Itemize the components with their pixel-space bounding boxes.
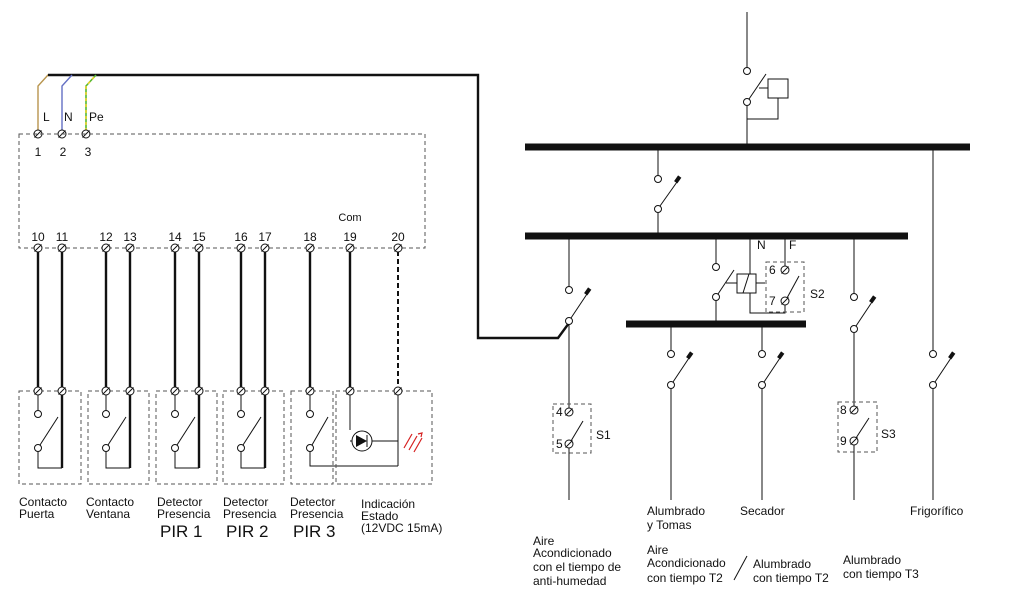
label-lighting-2: y Tomas — [647, 518, 691, 532]
device-window-contact — [87, 386, 150, 485]
lighting-t3-branch — [837, 239, 878, 500]
label-window-2: Ventana — [86, 507, 130, 521]
lighting-outlets-breaker — [667, 327, 694, 500]
label-ac1-2: Acondicionado — [533, 546, 612, 560]
label-fridge: Frigorífico — [910, 504, 964, 518]
device-door-contact — [18, 386, 82, 485]
device-pir-3 — [290, 386, 398, 485]
label-lighting3-1: Alumbrado — [843, 553, 901, 567]
label-dryer: Secador — [740, 504, 785, 518]
s3-terminal-9: 9 — [840, 434, 847, 448]
label-Pe: Pe — [89, 110, 104, 124]
main-breaker — [743, 12, 789, 146]
s1-terminal-4: 4 — [556, 405, 563, 419]
s2-terminal-6: 6 — [769, 263, 776, 277]
s1-terminal-5: 5 — [556, 437, 563, 451]
label-N: N — [64, 110, 73, 124]
ac-antihumidity-branch — [552, 239, 592, 500]
label-ac2-2: Acondicionado — [647, 556, 726, 570]
s1-label: S1 — [596, 428, 611, 442]
label-pir3-2: Presencia — [290, 507, 344, 521]
label-pir3-3: PIR 3 — [293, 522, 336, 541]
terminal-label-18: 18 — [303, 230, 317, 244]
dryer-breaker — [758, 327, 785, 500]
s2-terminal-7: 7 — [769, 294, 776, 308]
supply-wires — [37, 73, 570, 340]
terminal-label-14: 14 — [168, 230, 182, 244]
device-pir-2 — [222, 386, 285, 485]
label-ac2-1: Aire — [647, 543, 669, 557]
label-ac2-3: con tiempo T2 — [647, 571, 723, 585]
label-ac1-3: con el tiempo de — [533, 560, 621, 574]
fridge-breaker — [929, 150, 956, 500]
s3-terminal-8: 8 — [840, 403, 847, 417]
com-label: Com — [338, 212, 361, 224]
terminal-label-2: 2 — [60, 145, 67, 159]
terminal-label-3: 3 — [85, 145, 92, 159]
label-F-relay: F — [789, 238, 796, 252]
terminal-label-13: 13 — [123, 230, 137, 244]
terminal-label-12: 12 — [99, 230, 113, 244]
label-N-relay: N — [757, 238, 766, 252]
terminal-label-1: 1 — [35, 145, 42, 159]
led-icon — [403, 432, 423, 453]
label-L: L — [43, 110, 50, 124]
terminal-label-15: 15 — [192, 230, 206, 244]
label-pir2-3: PIR 2 — [226, 522, 269, 541]
label-window-1: Contacto — [86, 495, 134, 509]
terminal-label-11: 11 — [56, 230, 69, 244]
sub-breaker — [654, 150, 682, 236]
terminal-label-17: 17 — [258, 230, 272, 244]
label-pir3-1: Detector — [290, 495, 335, 509]
label-pir2-1: Detector — [223, 495, 268, 509]
terminal-label-19: 19 — [343, 230, 357, 244]
label-ac1-1: Aire — [533, 534, 555, 548]
control-module-box — [18, 133, 426, 249]
label-pir1-3: PIR 1 — [160, 522, 203, 541]
label-pir1-2: Presencia — [157, 507, 211, 521]
label-door-1: Contacto — [19, 495, 67, 509]
terminal-label-10: 10 — [31, 230, 45, 244]
input-wires — [36, 251, 399, 390]
label-lighting2-1: Alumbrado — [753, 557, 811, 571]
terminal-label-16: 16 — [234, 230, 248, 244]
s3-label: S3 — [881, 427, 896, 441]
terminal-label-20: 20 — [391, 230, 405, 244]
device-pir-1 — [155, 386, 218, 485]
s2-label: S2 — [810, 287, 825, 301]
label-door-2: Puerta — [19, 507, 55, 521]
module-terminal-labels: 10 11 12 13 14 15 16 17 18 19 20 — [31, 230, 405, 244]
timer-relay-branch — [712, 239, 805, 324]
label-lighting3-2: con tiempo T3 — [843, 567, 919, 581]
slash-separator — [733, 555, 748, 581]
label-ac1-4: anti-humedad — [533, 574, 606, 588]
label-indicator-2: Estado — [361, 509, 399, 523]
label-pir2-2: Presencia — [223, 507, 277, 521]
label-pir1-1: Detector — [157, 495, 202, 509]
device-status-indicator — [335, 386, 433, 485]
label-indicator-1: Indicación — [361, 497, 415, 511]
label-lighting-1: Alumbrado — [647, 504, 705, 518]
label-indicator-3: (12VDC 15mA) — [361, 521, 442, 535]
label-lighting2-2: con tiempo T2 — [753, 571, 829, 585]
